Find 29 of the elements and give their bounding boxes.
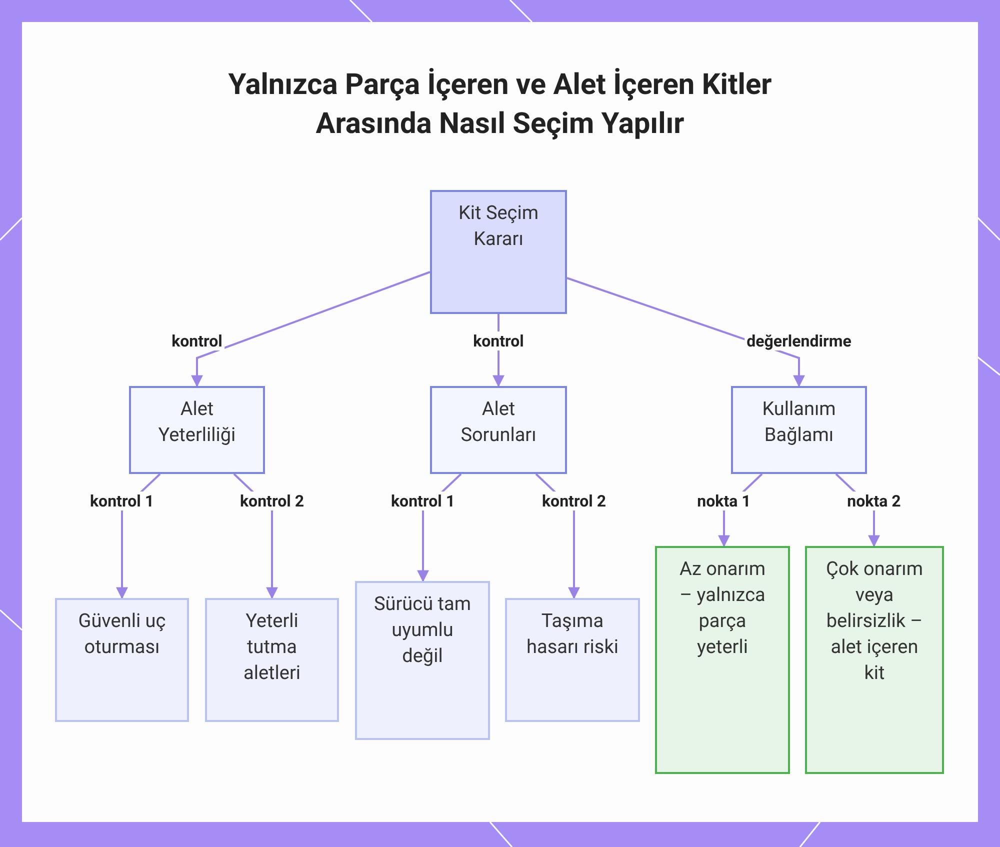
connector-arrow: [191, 271, 430, 388]
edge-label: değerlendirme: [744, 332, 854, 350]
edge-label: kontrol: [471, 332, 526, 350]
process-box: [731, 386, 867, 474]
node-text: Kit Seçim Kararı: [457, 200, 540, 252]
node-text: Alet Yeterliliği: [157, 396, 237, 448]
node-text: Sürücü tam uyumlu değil: [372, 591, 472, 669]
outcome-box: [655, 546, 790, 774]
edge-label: nokta 2: [845, 492, 903, 510]
node-text: Az onarım – yalnızca parça yeterli: [678, 556, 767, 660]
diagram-title: Yalnızca Parça İçeren ve Alet İçeren Kitler Arasında Nasıl Seçim Yapılır: [227, 67, 773, 143]
process-box: [129, 386, 265, 474]
node-text: Çok onarım veya belirsizlik – alet içeren kit: [824, 556, 924, 686]
process-box: [355, 581, 490, 740]
process-box: [430, 386, 567, 474]
edge-label: kontrol 2: [238, 492, 306, 510]
process-box: [55, 598, 189, 722]
node-text: Alet Sorunları: [460, 396, 538, 448]
connector-arrow: [566, 277, 805, 388]
process-box: [205, 598, 339, 722]
edge-label: kontrol: [170, 332, 224, 350]
node-text: Taşıma hasarı riski: [526, 608, 620, 660]
process-box: [430, 190, 567, 314]
node-text: Yeterli tutma aletleri: [242, 608, 302, 686]
outcome-box: [805, 546, 944, 774]
edge-label: kontrol 2: [540, 492, 608, 510]
process-box: [505, 598, 640, 722]
node-text: Kullanım Bağlamı: [761, 396, 837, 448]
node-text: Güvenli uç oturması: [77, 608, 167, 660]
